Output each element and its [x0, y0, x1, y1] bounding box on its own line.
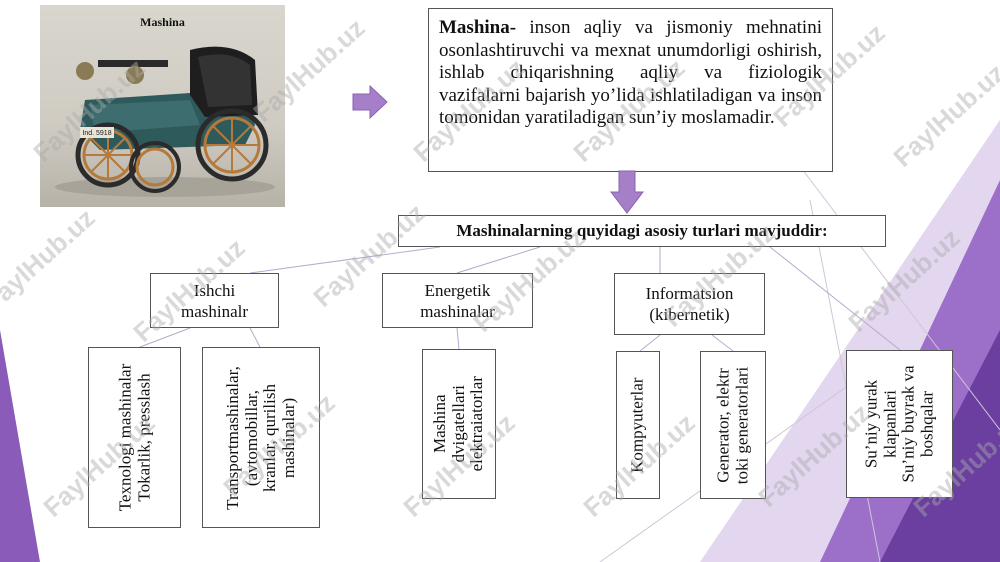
- subtype-line: Tokarlik, presslash: [133, 373, 153, 502]
- category-line: (kibernetik): [649, 305, 730, 324]
- category-line: Informatsion: [645, 284, 734, 303]
- subtype-artificial-organs: Su’niy yurak klapanlari Su’niy buyrak va…: [846, 350, 953, 498]
- subtype-generators: Generator, elektr toki generatorlari: [700, 351, 766, 499]
- subtype-line: mashinalar): [278, 397, 298, 478]
- license-plate: Ind. 5918: [82, 130, 111, 137]
- bg-line: [779, 139, 1000, 431]
- subtype-transport: Transportmashinalar, (avtomobillar, kran…: [202, 347, 320, 528]
- category-energy-machines: Energetik mashinalar: [382, 273, 533, 328]
- subtype-line: kranlar, qurilish: [260, 383, 279, 492]
- subtype-line: Su’niy yurak: [861, 379, 881, 469]
- bg-line: [809, 199, 881, 562]
- subtype-line: Su’niy buyrak va: [898, 365, 918, 483]
- subtype-line: toki generatorlari: [732, 366, 751, 484]
- connector-cat2-energy: [456, 327, 460, 350]
- connector-heading-cat1: [249, 246, 441, 274]
- subtype-energy-engines: Mashina dvigatellari elektraiatorlar: [422, 349, 496, 499]
- connector-cat1-transport: [249, 327, 261, 348]
- connector-cat3-generators: [711, 334, 734, 352]
- subtype-technological: Texnologi mashinalar Tokarlik, presslash: [88, 347, 181, 528]
- connector-cat1-tech: [139, 327, 191, 348]
- subtype-line: Mashina: [430, 394, 450, 454]
- category-information-machines: Informatsion (kibernetik): [614, 273, 765, 335]
- subtype-line: elektraiatorlar: [467, 376, 487, 472]
- photo-caption: Mashina: [140, 15, 185, 29]
- subtype-line: boshqalar: [917, 390, 936, 458]
- category-working-machines: Ishchi mashinalr: [150, 273, 279, 328]
- connector-cat3-computers: [639, 334, 661, 352]
- definition-text: inson aqliy va jismoniy mehnatini osonla…: [439, 17, 822, 128]
- types-heading: Mashinalarning quyidagi asosiy turlari m…: [398, 215, 886, 247]
- category-line: Energetik: [424, 280, 491, 300]
- subtype-line: (avtomobillar,: [241, 389, 261, 486]
- subtype-line: klapanlari: [880, 390, 899, 458]
- subtype-line: dvigatellari: [448, 385, 468, 463]
- connector-heading-artificial: [769, 246, 901, 351]
- subtype-line: Transportmashinalar,: [223, 365, 242, 510]
- arrow-down-icon: [610, 170, 644, 214]
- car-photo: Mashina Ind. 5918: [40, 5, 285, 207]
- connector-heading-cat2: [456, 246, 541, 274]
- bg-facet-left: [0, 330, 40, 562]
- definition-term: Mashina-: [439, 17, 517, 38]
- definition-box: Mashina- inson aqliy va jismoniy mehnati…: [428, 8, 833, 172]
- category-line: mashinalar: [420, 301, 495, 321]
- category-line: mashinalr: [180, 301, 249, 321]
- vintage-car-illustration: Ind. 5918: [55, 46, 275, 197]
- subtype-computers: Kompyuterlar: [616, 351, 660, 499]
- category-line: Ishchi: [193, 280, 236, 300]
- subtype-line: Texnologi mashinalar: [115, 363, 134, 512]
- arrow-right-icon: [352, 85, 388, 119]
- subtype-line: Kompyuterlar: [627, 377, 647, 473]
- subtype-line: Generator, elektr: [713, 367, 733, 483]
